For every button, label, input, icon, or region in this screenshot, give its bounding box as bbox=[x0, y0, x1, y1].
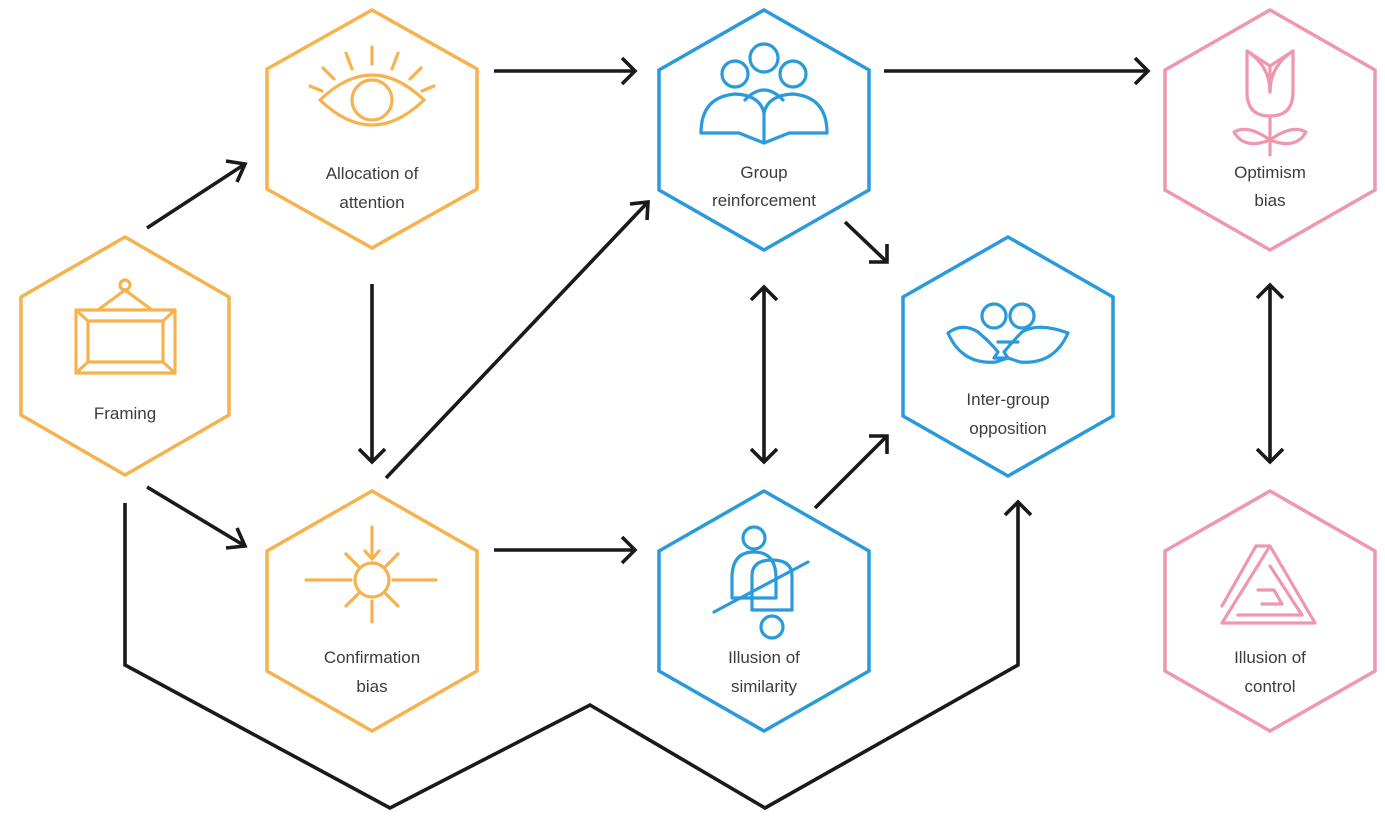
label-line1: Optimism bbox=[1234, 163, 1306, 182]
node-illusion-of-similarity: Illusion of similarity bbox=[657, 488, 871, 734]
label-line2: reinforcement bbox=[712, 191, 816, 210]
arrow-framing-to-confirmation bbox=[146, 485, 248, 550]
node-confirmation-bias: Confirmation bias bbox=[265, 488, 479, 734]
node-optimism-bias: Optimism bias bbox=[1163, 7, 1377, 253]
arrow-group-similarity-bidirectional bbox=[749, 284, 779, 465]
group-people-icon bbox=[699, 42, 829, 145]
arrow-group-to-optimism bbox=[884, 56, 1151, 86]
label-line1: Confirmation bbox=[324, 648, 420, 667]
impossible-triangle-icon bbox=[1220, 544, 1317, 625]
label-line1: Group bbox=[740, 163, 787, 182]
label-line2: similarity bbox=[731, 677, 798, 696]
label-line1: Framing bbox=[94, 404, 156, 423]
focus-burst-icon bbox=[304, 525, 438, 624]
label-line2: opposition bbox=[969, 419, 1047, 438]
picture-frame-icon bbox=[74, 278, 177, 375]
arrow-allocation-to-group bbox=[494, 56, 638, 86]
arrow-allocation-to-confirmation bbox=[357, 284, 387, 465]
node-allocation-of-attention: Allocation of attention bbox=[265, 7, 479, 251]
arrow-framing-to-allocation bbox=[146, 159, 248, 230]
arrow-framing-to-intergroup bbox=[123, 499, 1033, 811]
label-line1: Allocation of bbox=[326, 164, 419, 183]
arrow-similarity-to-intergroup bbox=[813, 434, 889, 510]
arrow-confirmation-to-similarity bbox=[494, 535, 638, 565]
rose-icon bbox=[1232, 49, 1308, 157]
label-line1: Inter-group bbox=[966, 390, 1049, 409]
arrow-group-to-intergroup bbox=[843, 220, 889, 264]
arrow-optimism-control-bidirectional bbox=[1255, 282, 1285, 465]
opposing-heads-icon bbox=[946, 302, 1070, 364]
label-line2: bias bbox=[1254, 191, 1285, 210]
label-line2: control bbox=[1244, 677, 1295, 696]
node-inter-group-opposition: Inter-group opposition bbox=[901, 234, 1115, 479]
label-line2: attention bbox=[339, 193, 404, 212]
eye-icon bbox=[308, 45, 436, 127]
label-line1: Illusion of bbox=[1234, 648, 1306, 667]
node-illusion-of-control: Illusion of control bbox=[1163, 488, 1377, 734]
label-line1: Illusion of bbox=[728, 648, 800, 667]
node-framing: Framing bbox=[19, 234, 231, 478]
label-line2: bias bbox=[356, 677, 387, 696]
node-group-reinforcement: Group reinforcement bbox=[657, 7, 871, 253]
arrow-confirmation-to-group bbox=[384, 199, 650, 480]
arrows bbox=[123, 56, 1285, 811]
figure-slash-icon bbox=[712, 525, 810, 640]
